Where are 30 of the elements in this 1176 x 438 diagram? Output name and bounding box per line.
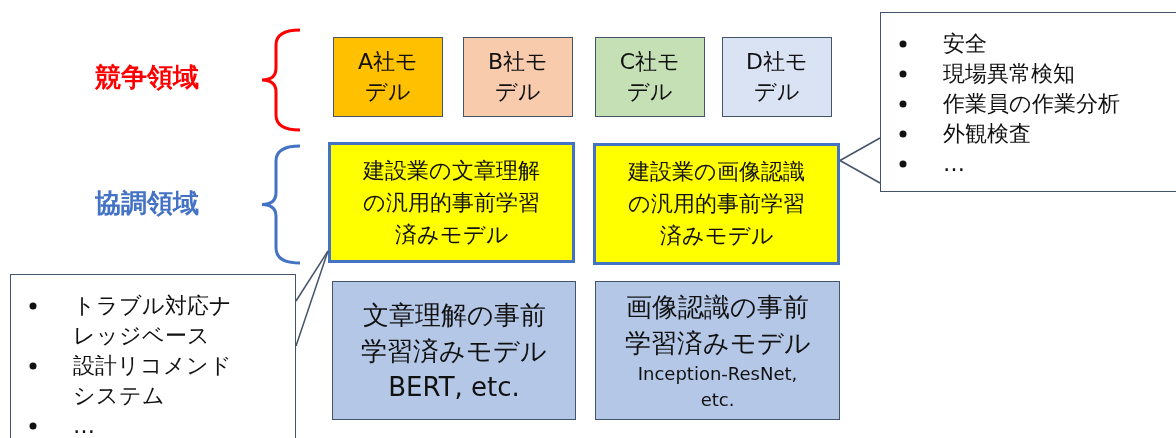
box-text: 画像認識の事前学習済みモデル: [624, 290, 811, 360]
box-text: 建設業の画像認識の汎用的事前学習済みモデル: [627, 158, 806, 250]
bullet-text: 外観検査: [943, 121, 1031, 146]
box-text: B社モデル: [486, 48, 550, 106]
box-text: 文章理解の事前学習済みモデル: [361, 298, 547, 368]
model-box: [722, 37, 832, 117]
bullet-text: …: [943, 151, 965, 176]
model-box: [328, 142, 575, 263]
box-text: BERT, etc.: [388, 370, 520, 404]
bullet-text: 作業員の作業分析: [943, 91, 1120, 116]
callout-box: [10, 274, 296, 438]
box-text: 建設業の文章理解の汎用的事前学習済みモデル: [362, 156, 541, 249]
bullet-text: 安全: [943, 31, 987, 56]
region-label: 競争領域: [95, 61, 199, 94]
model-box: [593, 143, 840, 265]
bullet-text: 現場異常検知: [943, 61, 1075, 86]
box-text: A社モデル: [356, 48, 420, 106]
box-text: D社モデル: [745, 48, 809, 106]
box-text: Inception-ResNet, etc.: [636, 361, 799, 412]
callout-box: [880, 12, 1176, 192]
model-box: [333, 37, 443, 117]
model-box: [595, 37, 705, 117]
model-box: [595, 281, 840, 420]
model-box: [332, 281, 576, 420]
box-text: C社モデル: [618, 48, 682, 106]
model-box: [463, 37, 573, 117]
region-label: 協調領域: [95, 187, 199, 220]
bullet-text: 設計リコメンドシステム: [73, 353, 232, 408]
bullet-text: トラブル対応ナレッジベース: [73, 293, 232, 348]
bullet-text: …: [73, 413, 95, 438]
